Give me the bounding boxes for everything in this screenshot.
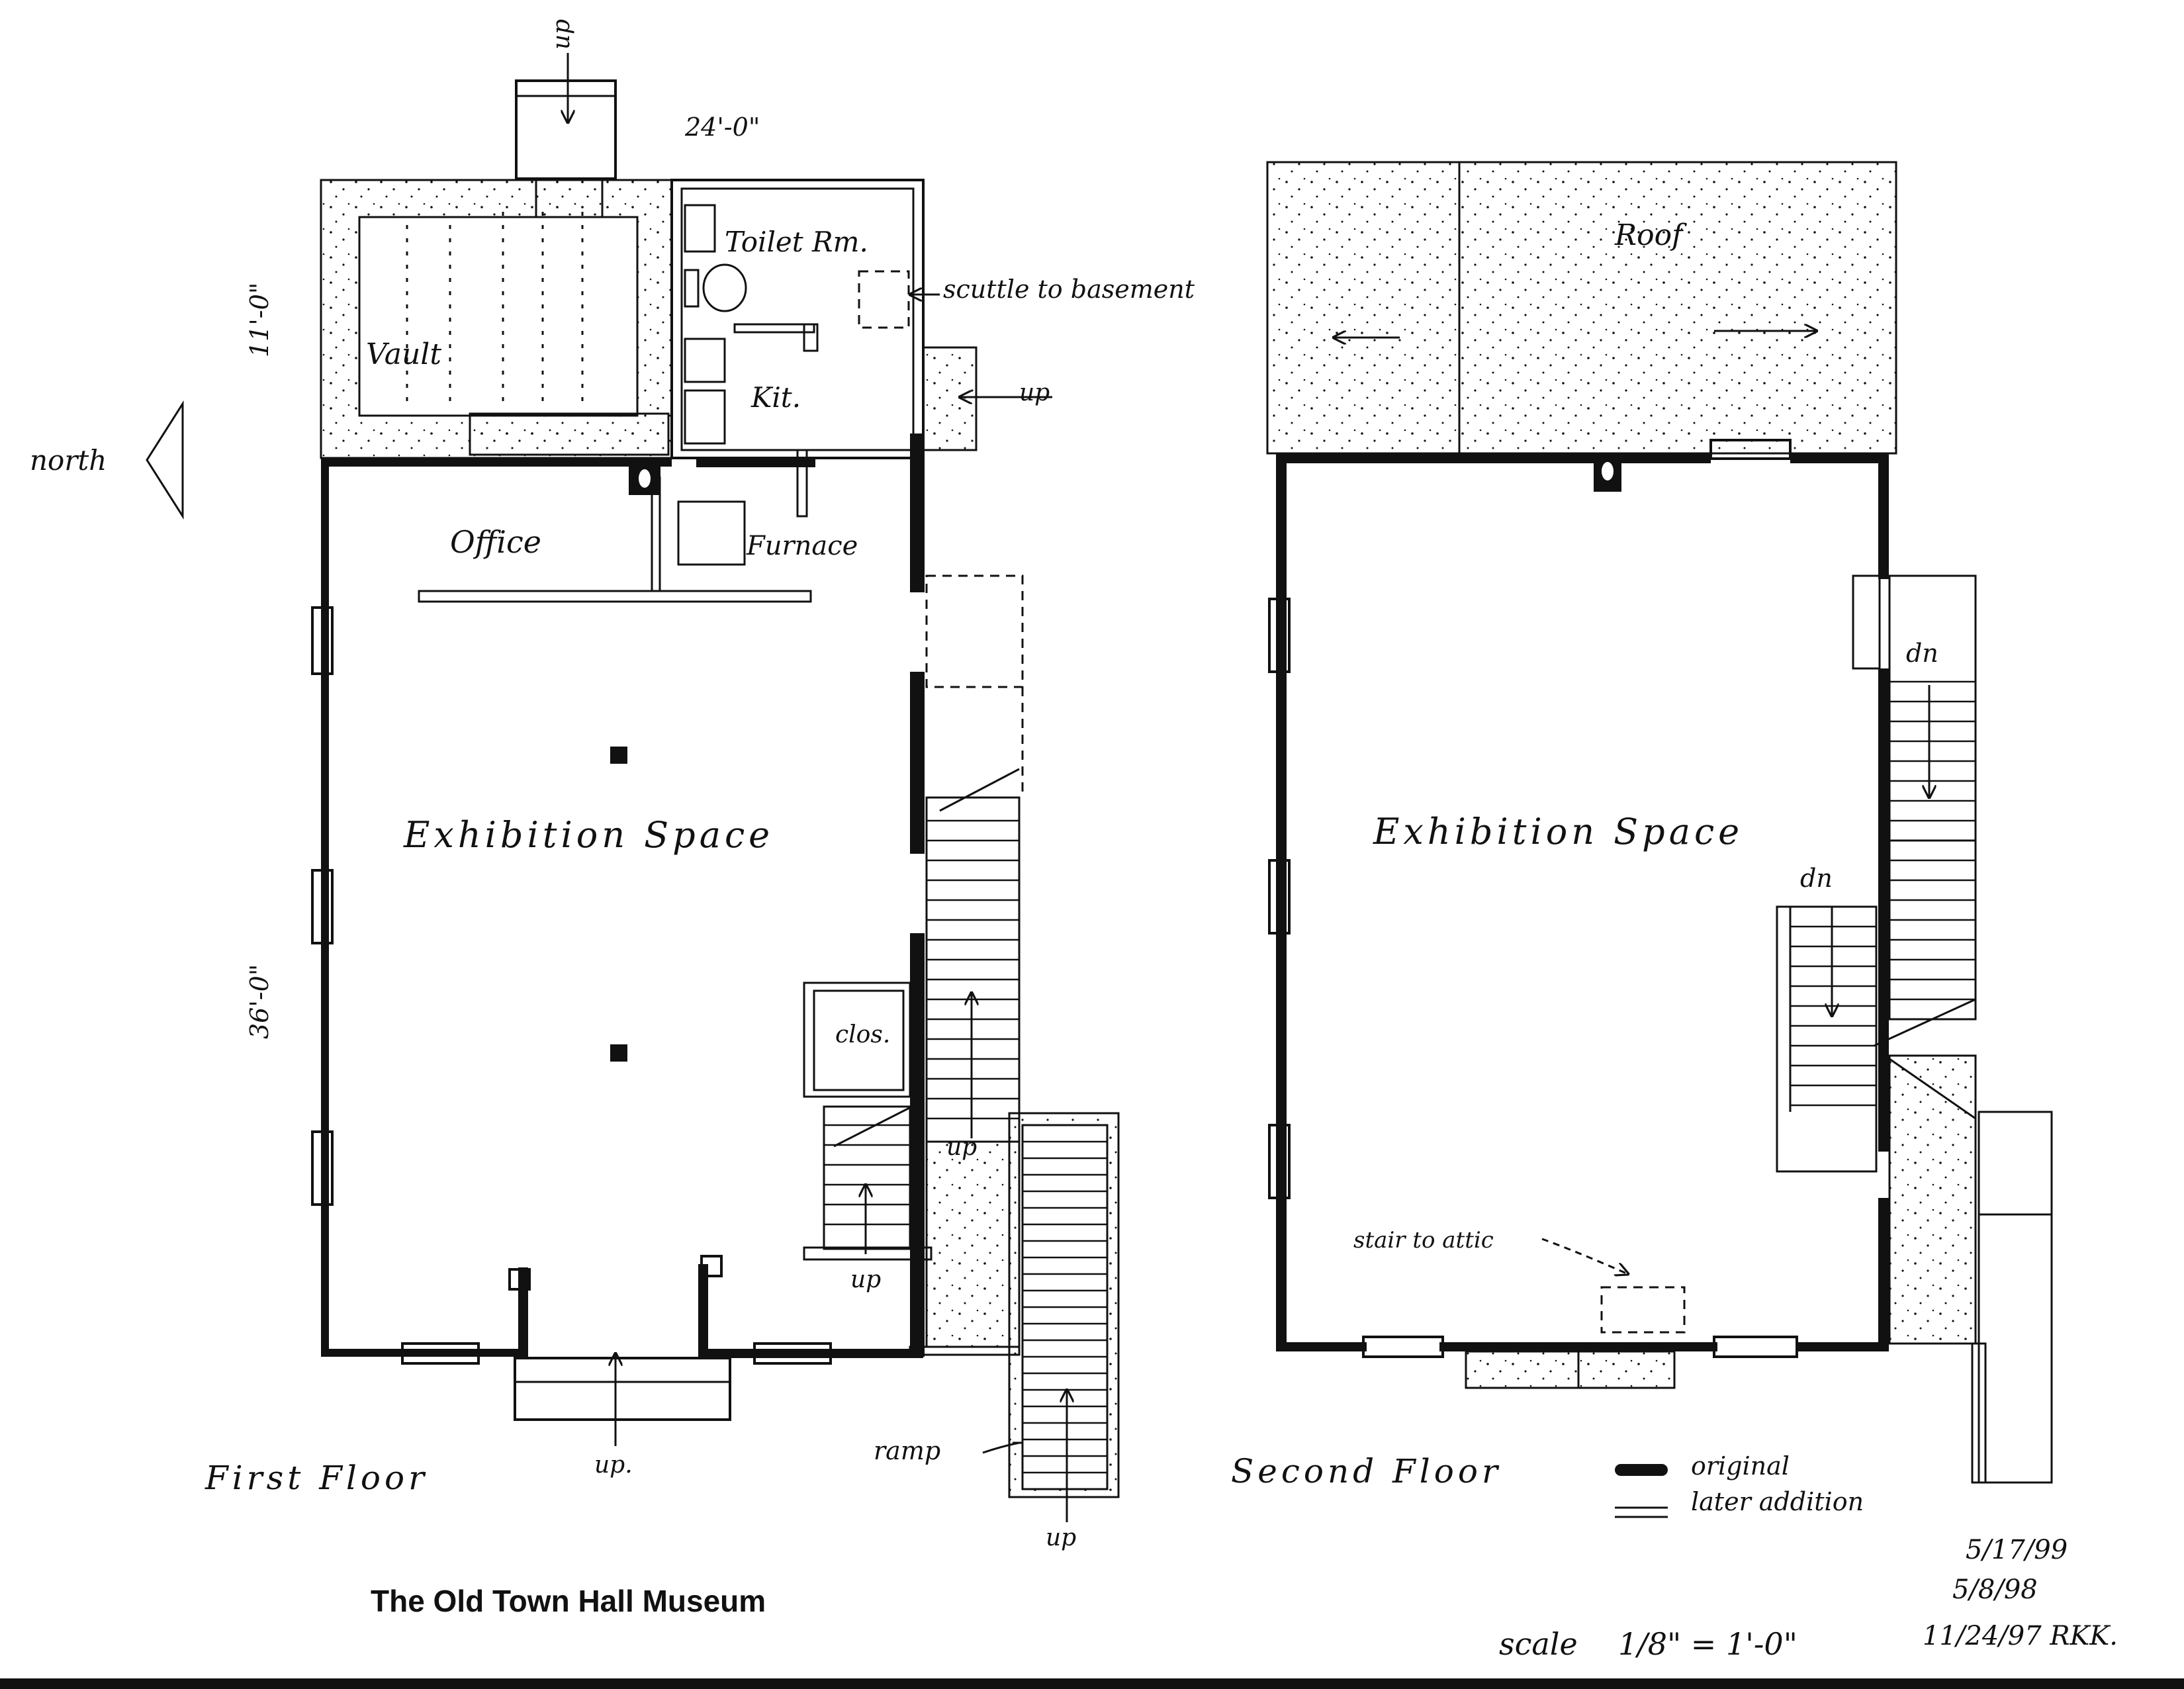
second-exhibition-label: Exhibition Space: [1373, 811, 1743, 852]
attic-hatch: [1600, 1286, 1686, 1334]
office-label: Office: [450, 524, 541, 560]
legend-later-addition-label: later addition: [1691, 1487, 1864, 1516]
closet-stair-up-label: up: [850, 1266, 881, 1293]
north-arrow: [146, 400, 184, 520]
second-floor-plan: [1266, 161, 2053, 1484]
toilet-label: Toilet Rm.: [725, 226, 868, 258]
main-exterior-walls: [321, 458, 672, 1357]
ramp-note: ramp: [874, 1436, 940, 1465]
date-1: 5/17/99: [1966, 1535, 2068, 1565]
kitchen-up-label: up: [1019, 379, 1050, 406]
first-floor-label: First Floor: [205, 1459, 428, 1497]
drawing-title: The Old Town Hall Museum: [371, 1584, 766, 1618]
toilet-kitchen-wing: [670, 179, 925, 459]
exterior-stair-east: [925, 796, 1021, 1143]
furnace-label: Furnace: [746, 531, 858, 561]
kitchen-label: Kit.: [751, 381, 801, 414]
legend: [1615, 1464, 1668, 1518]
attic-note: stair to attic: [1353, 1227, 1494, 1254]
roof-area: [1266, 161, 1897, 455]
scuttle-note: scuttle to basement: [943, 275, 1195, 304]
first-floor-width-dim: 24'-0": [684, 113, 760, 142]
main-stair-up-label: up: [946, 1134, 977, 1161]
column-1: [610, 747, 627, 764]
top-up-label: up: [548, 19, 575, 50]
interior-stair: [823, 1105, 911, 1250]
first-floor-plan: [311, 53, 1120, 1522]
date-3: 11/24/97 RKK.: [1923, 1621, 2118, 1651]
scale-value: 1/8" = 1'-0": [1618, 1626, 1797, 1662]
column-2: [610, 1044, 627, 1062]
dn-label-2: dn: [1800, 864, 1833, 893]
office-partition: [418, 590, 812, 603]
dn-label-1: dn: [1906, 639, 1938, 668]
ramp-up-label: up: [1046, 1524, 1076, 1551]
vault-room: [358, 216, 639, 417]
scale-label: scale: [1499, 1626, 1578, 1662]
roof-label: Roof: [1614, 218, 1687, 252]
front-up-label: up.: [594, 1451, 633, 1479]
front-entry-step: [514, 1357, 731, 1421]
legend-original-label: original: [1691, 1451, 1790, 1481]
kitchen-side-step: [922, 346, 978, 451]
closet-label: clos.: [835, 1021, 890, 1048]
exterior-stair-landing: [1978, 1111, 2053, 1484]
vault-label: Vault: [366, 338, 441, 371]
first-floor-rear-depth-dim: 11'-0": [245, 283, 274, 357]
legend-original-swatch: [1615, 1464, 1668, 1476]
second-floor-walls: [1276, 453, 1711, 1351]
closet: [803, 981, 911, 1098]
date-2: 5/8/98: [1952, 1575, 2038, 1605]
second-floor-stair-interior: [1776, 905, 1878, 1173]
second-floor-label: Second Floor: [1231, 1452, 1502, 1490]
first-exhibition-label: Exhibition Space: [403, 814, 774, 856]
bottom-border-bar: [0, 1678, 2184, 1689]
first-floor-main-depth-dim: 36'-0": [245, 964, 274, 1039]
north-label: north: [30, 444, 107, 477]
